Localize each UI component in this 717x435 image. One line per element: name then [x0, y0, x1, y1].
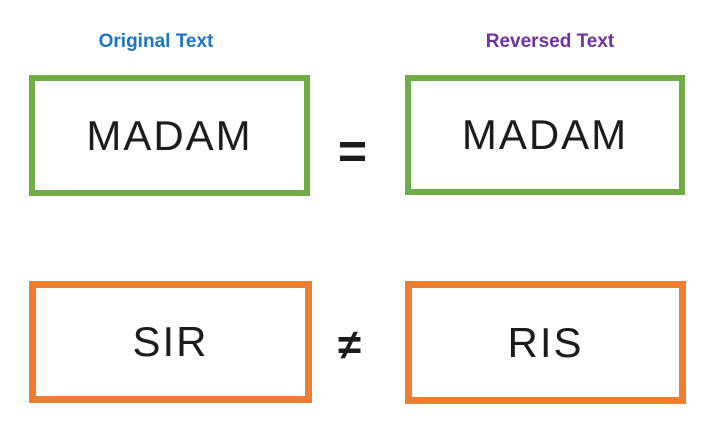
- ris-reversed-word: RIS: [507, 318, 584, 366]
- reversed-text-header: Reversed Text: [485, 31, 615, 52]
- madam-original-box: MADAM: [29, 75, 310, 196]
- sir-original-box: SIR: [29, 281, 312, 403]
- madam-reversed-word: MADAM: [461, 111, 629, 158]
- madam-original-word: MADAM: [86, 111, 253, 159]
- sir-original-word: SIR: [132, 318, 209, 365]
- not-equals-sign: ≠: [337, 320, 362, 368]
- original-text-header: Original Text: [98, 31, 214, 52]
- ris-reversed-box: RIS: [405, 281, 686, 404]
- madam-reversed-box: MADAM: [405, 75, 685, 195]
- equals-sign: =: [337, 122, 368, 179]
